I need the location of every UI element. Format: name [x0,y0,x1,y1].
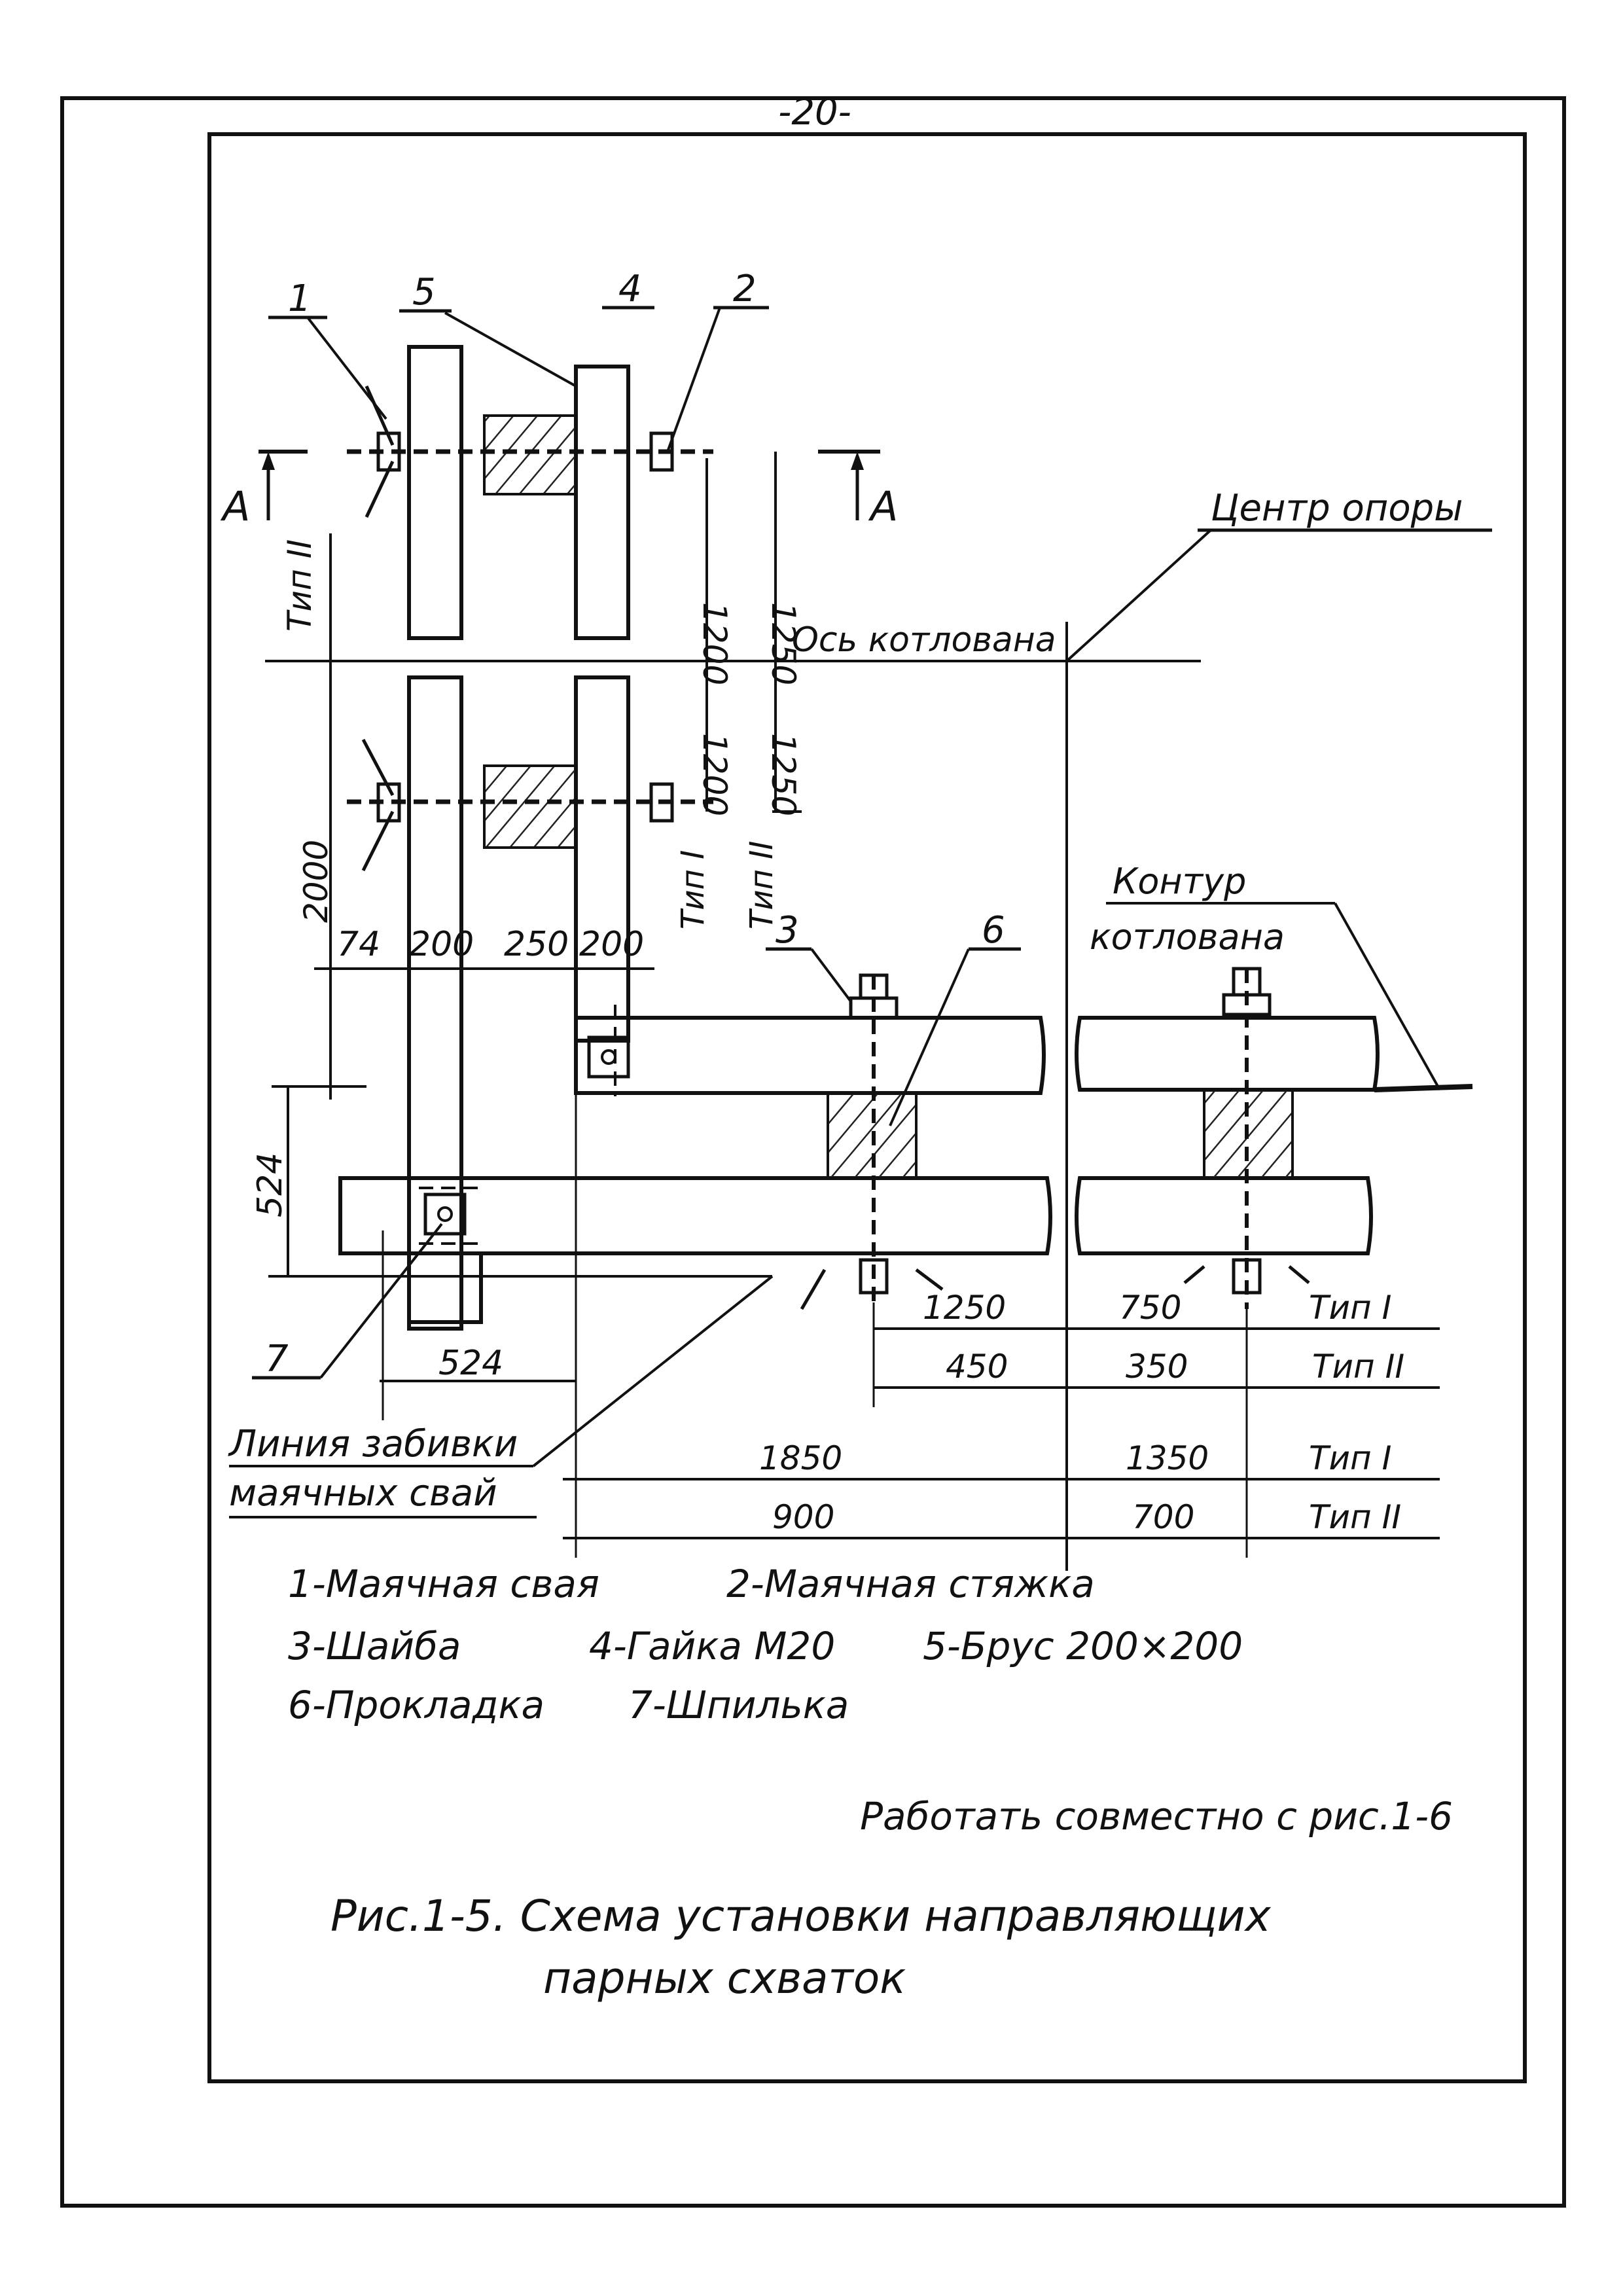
stud-lower [419,1187,484,1245]
line-label-2: маячных свай [229,1472,497,1515]
dim-450: 450 [946,1348,1008,1386]
pile-right [574,365,630,1043]
dim-1250-mid: 1250 [764,733,802,816]
pile-left [407,345,463,1331]
contour-leader [1334,903,1441,1090]
contour-label-2: котлована [1090,916,1285,958]
type-I-row3: Тип I [1309,1439,1391,1477]
callout-4: 4 [618,268,642,310]
dim-chain-bottom [563,1302,1440,1558]
dim-700: 700 [1132,1498,1194,1536]
section-mark-right [818,450,880,520]
clamp-beam-lower-right [1075,1176,1373,1255]
contour-label-1: Контур [1113,861,1246,902]
dim-lines-top [265,452,1201,1100]
callout-5: 5 [412,271,436,314]
callout-7: 7 [265,1338,289,1380]
callout-6-leader [889,948,970,1126]
line-label-leader [532,1275,774,1467]
callout-3: 3 [776,909,799,952]
spacer-mid [483,764,577,849]
dim-1850: 1850 [759,1439,842,1477]
dim-200b: 200 [579,925,644,964]
clamp-beam-upper-right [1075,1016,1380,1092]
callout-7-leader [319,1223,443,1379]
dim-524-horizontal: 524 [438,1344,503,1383]
legend-item-2: 2-Маячная стяжка [726,1562,1095,1606]
axis-label: Ось котлована [792,620,1056,660]
dim-1350: 1350 [1126,1439,1209,1477]
outer-frame [60,96,1566,2208]
legend-item-3: 3-Шайба [288,1624,461,1668]
dim-1250-horizontal: 1250 [923,1289,1006,1327]
caption-line-2: парных схваток [543,1953,906,2003]
contour-line [1374,1084,1473,1092]
note: Работать совместно с рис.1-6 [860,1794,1453,1839]
type-II-row2: Тип II [1312,1348,1404,1386]
dim-900: 900 [772,1498,834,1536]
bolt-left [800,973,944,1310]
center-label-leader [1065,529,1212,662]
clamp-beam-upper-left [574,1016,1046,1095]
legend-item-7: 7-Шпилька [628,1683,849,1727]
dim-200: 200 [409,925,474,964]
tie-rod-top [347,385,713,518]
center-label: Центр опоры [1211,487,1463,529]
dim-750: 750 [1119,1289,1181,1327]
dim-74: 74 [337,925,380,964]
stud-upper [587,1005,630,1096]
dim-250: 250 [504,925,569,964]
legend-item-6: 6-Прокладка [288,1683,544,1727]
line-label-1: Линия забивки [228,1423,518,1465]
callout-1: 1 [288,278,312,320]
clamp-beam-lower-left [338,1176,1052,1255]
callout-6: 6 [982,909,1005,952]
type-II-label-vertical: Тип II [743,841,780,929]
spacer-top [483,414,577,495]
dim-2000: 2000 [297,840,335,923]
inner-frame [207,132,1527,2083]
section-label-left: A [220,482,250,530]
type-II-label-left: Тип II [281,539,319,632]
callout-3-leader [810,948,852,1003]
dim-1200-mid: 1200 [696,733,734,816]
tie-rod-mid [347,738,713,872]
legend-item-1: 1-Маячная свая [288,1562,599,1606]
pile-stub [407,1251,483,1324]
type-I-row1: Тип I [1309,1289,1391,1327]
callout-2: 2 [733,268,757,310]
section-mark-left [259,450,308,520]
legend-item-5: 5-Брус 200×200 [923,1624,1243,1668]
bolt-right [1183,967,1310,1309]
callout-leaders [268,306,769,452]
legend-item-4: 4-Гайка М20 [589,1624,835,1668]
dim-524-vertical: 524 [251,1153,290,1217]
dim-1250-top: 1250 [764,602,802,685]
section-label-right: A [868,482,898,530]
dim-350: 350 [1126,1348,1188,1386]
type-II-row4: Тип II [1309,1498,1401,1536]
caption-line-1: Рис.1-5. Схема установки направляющих [330,1891,1272,1941]
type-I-label-vertical: Тип I [675,850,711,929]
page-number: -20- [778,91,851,134]
dim-1200-top: 1200 [696,602,734,685]
